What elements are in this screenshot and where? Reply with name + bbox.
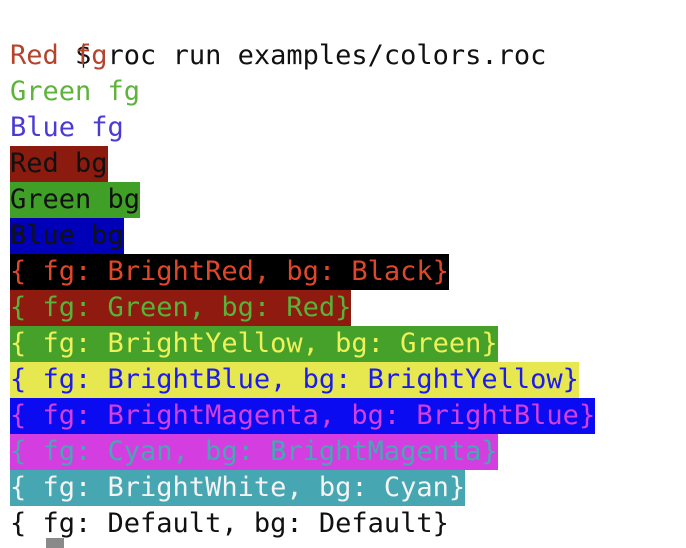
output-line-text: Red bg xyxy=(10,146,108,182)
output-line: { fg: BrightMagenta, bg: BrightBlue} xyxy=(0,398,686,434)
output-line-text: Blue bg xyxy=(10,218,124,254)
output-line: Blue bg xyxy=(0,218,686,254)
output-line: Blue fg xyxy=(0,110,686,146)
output-line: Green fg xyxy=(0,74,686,110)
output-line-text: Red fg xyxy=(10,40,108,71)
output-line-text: { fg: Green, bg: Red} xyxy=(10,290,352,326)
output-line-text: { fg: BrightWhite, bg: Cyan} xyxy=(10,470,466,506)
output-line-text: { fg: BrightBlue, bg: BrightYellow} xyxy=(10,362,579,398)
output-line: { fg: Green, bg: Red} xyxy=(0,290,686,326)
output-line: Red fg xyxy=(0,38,686,74)
output-line: { fg: BrightWhite, bg: Cyan} xyxy=(0,470,686,506)
output-line-text: { fg: BrightMagenta, bg: BrightBlue} xyxy=(10,398,596,434)
output-line: { fg: Default, bg: Default} xyxy=(0,506,686,542)
output-line-text: Green bg xyxy=(10,182,141,218)
output-line: Red bg xyxy=(0,146,686,182)
output-line-text: Green fg xyxy=(10,76,141,107)
output-line-text: { fg: BrightRed, bg: Black} xyxy=(10,254,449,290)
command-line: $ roc run examples/colors.roc xyxy=(0,2,686,71)
output-line: { fg: BrightRed, bg: Black} xyxy=(0,254,686,290)
output-line-text: { fg: BrightYellow, bg: Green} xyxy=(10,326,498,362)
output-line-text: Blue fg xyxy=(10,112,124,143)
output-line: { fg: BrightYellow, bg: Green} xyxy=(0,326,686,362)
output-line: { fg: Cyan, bg: BrightMagenta} xyxy=(0,434,686,470)
output-line-text: { fg: Cyan, bg: BrightMagenta} xyxy=(10,434,498,470)
output-line: Green bg xyxy=(0,182,686,218)
output-line-text: { fg: Default, bg: Default} xyxy=(10,508,449,539)
output-line: { fg: BrightBlue, bg: BrightYellow} xyxy=(0,362,686,398)
cursor xyxy=(46,538,64,548)
command-text: $ roc run examples/colors.roc xyxy=(75,40,547,71)
